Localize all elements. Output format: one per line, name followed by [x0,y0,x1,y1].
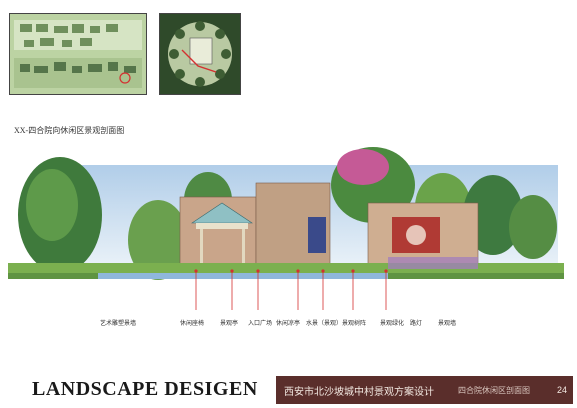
section-title: XX-四合院向休闲区景观剖面图 [14,126,125,135]
callout-label: 景观亭 [220,321,239,327]
project-title: 西安市北沙坡城中村景观方案设计 [284,387,434,398]
brand-panel: LANDSCAPE DESIGEN [8,376,277,404]
site-plan-thumbnail [9,13,147,95]
callout-label: 水景（景观） [306,321,343,327]
callout-label: 景观树阵 [342,321,367,327]
title-block: LANDSCAPE DESIGEN 西安市北沙坡城中村景观方案设计 四合院休闲区… [8,376,573,404]
key-plan-thumbnail [159,13,241,95]
elevation-drawing [8,145,564,315]
callout-label: 路灯 [410,321,423,327]
callout-label: 休闲座椅 [180,321,205,327]
callout-label: 入口广场 [248,321,273,327]
sheet-name: 四合院休闲区剖面图 [458,386,530,395]
brand-title: LANDSCAPE DESIGEN [32,378,258,400]
page-number: 24 [556,385,567,395]
callout-label: 景观绿化 [380,321,405,327]
callout-label: 景观墙 [438,321,457,327]
callout-label: 休闲凉亭 [276,321,301,327]
callout-label: 艺术雕塑景墙 [100,321,137,327]
